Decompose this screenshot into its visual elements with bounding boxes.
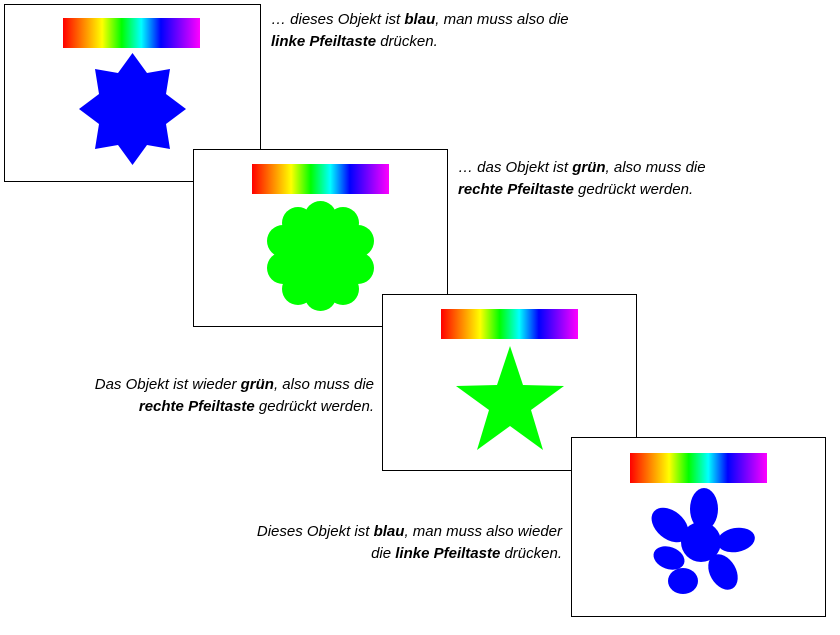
caption-slide-4: Dieses Objekt ist blau, man muss also wi… bbox=[257, 521, 562, 565]
slide-frame-2 bbox=[193, 149, 448, 327]
five-point-star-icon bbox=[456, 346, 564, 450]
slide-frame-1 bbox=[4, 4, 261, 182]
caption-line: … das Objekt ist grün, also muss die bbox=[458, 159, 706, 176]
slide-frame-4 bbox=[571, 437, 826, 617]
slide-1-shape bbox=[79, 53, 186, 165]
color-spectrum-bar-icon bbox=[63, 18, 200, 48]
caption-slide-3: Das Objekt ist wieder grün, also muss di… bbox=[95, 374, 374, 418]
caption-line: Das Objekt ist wieder grün, also muss di… bbox=[94, 376, 374, 393]
flower-cloud-icon bbox=[267, 201, 374, 311]
caption-line: linke Pfeiltaste drücken. bbox=[271, 33, 438, 50]
color-spectrum-bar-icon bbox=[441, 309, 578, 339]
caption-line: … dieses Objekt ist blau, man muss also … bbox=[271, 11, 569, 28]
caption-line: die linke Pfeiltaste drücken. bbox=[371, 545, 562, 562]
eight-point-star-icon bbox=[79, 53, 186, 165]
caption-line: Dieses Objekt ist blau, man muss also wi… bbox=[256, 523, 562, 540]
caption-slide-1: … dieses Objekt ist blau, man muss also … bbox=[271, 9, 569, 53]
color-spectrum-bar-icon bbox=[252, 164, 389, 194]
slide-4-shape bbox=[651, 488, 755, 594]
slide-2-shape bbox=[267, 201, 374, 311]
color-spectrum-bar-icon bbox=[630, 453, 767, 483]
caption-line: rechte Pfeiltaste gedrückt werden. bbox=[458, 181, 694, 198]
slide-3-shape bbox=[456, 346, 564, 450]
clover-blob-icon bbox=[651, 488, 755, 594]
caption-line: rechte Pfeiltaste gedrückt werden. bbox=[138, 398, 374, 415]
caption-slide-2: … das Objekt ist grün, also muss die rec… bbox=[458, 157, 706, 201]
